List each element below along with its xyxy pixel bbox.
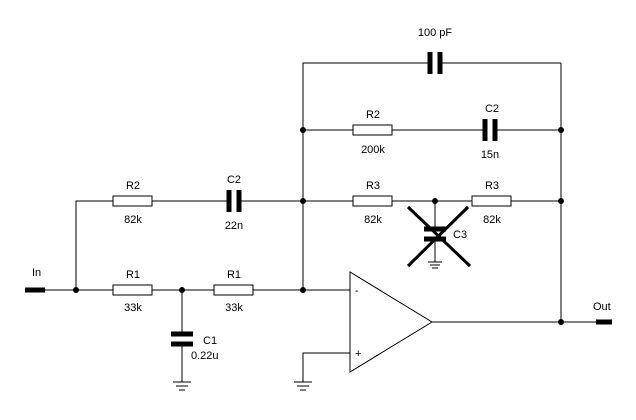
capacitor-c2-feedback-value: 15n	[481, 149, 499, 161]
opamp-inverting-sign: -	[355, 285, 359, 297]
resistor-r1-right: R1 33k	[213, 269, 254, 314]
resistor-r3-left: R3 82k	[352, 180, 393, 226]
resistor-r3-right: R3 82k	[471, 180, 512, 226]
junction-dot	[558, 127, 564, 133]
capacitor-c2-feedback: C2 15n	[481, 103, 499, 161]
capacitor-c3-removed: C3	[406, 205, 472, 268]
resistor-r2-input-value: 82k	[124, 214, 142, 226]
resistor-r1-left-value: 33k	[124, 302, 142, 314]
capacitor-c2-input-value: 22n	[225, 220, 243, 232]
resistor-r2-input: R2 82k	[112, 180, 153, 226]
opamp	[349, 271, 433, 373]
capacitor-c2-input: C2 22n	[225, 174, 243, 232]
capacitor-c2-input-name: C2	[227, 174, 241, 186]
output-label: Out	[593, 301, 611, 313]
junction-dot	[558, 198, 564, 204]
resistor-r2-feedback-name: R2	[366, 109, 380, 121]
junction-dot	[558, 319, 564, 325]
junction-dot	[432, 198, 438, 204]
resistor-r3-left-name: R3	[366, 180, 380, 192]
resistor-r2-input-name: R2	[126, 180, 140, 192]
resistor-r3-right-value: 82k	[483, 214, 501, 226]
junction-dot	[300, 287, 306, 293]
input-label: In	[32, 267, 41, 279]
capacitor-c1-name: C1	[203, 335, 217, 347]
junctions	[73, 127, 564, 325]
strike-line	[406, 205, 470, 268]
resistor-r1-right-name: R1	[227, 269, 241, 281]
resistor-r3-left-value: 82k	[364, 214, 382, 226]
capacitor-100pf: 100 pF	[418, 27, 453, 74]
resistor-r1-left-name: R1	[126, 269, 140, 281]
capacitor-c1-value: 0.22u	[191, 350, 219, 362]
junction-dot	[300, 198, 306, 204]
resistor-r2-feedback-value: 200k	[361, 144, 385, 156]
capacitor-100pf-value: 100 pF	[418, 27, 453, 39]
capacitor-c1: C1 0.22u	[171, 331, 219, 362]
capacitor-c3-name: C3	[453, 229, 467, 241]
resistor-r1-right-value: 33k	[225, 302, 243, 314]
resistor-r1-left: R1 33k	[112, 269, 153, 314]
resistor-r2-feedback: R2 200k	[352, 109, 393, 156]
opamp-noninverting-sign: +	[355, 348, 361, 360]
junction-dot	[73, 287, 79, 293]
resistor-r3-right-name: R3	[485, 180, 499, 192]
junction-dot	[300, 127, 306, 133]
junction-dot	[179, 287, 185, 293]
wires	[45, 62, 596, 391]
capacitor-c2-feedback-name: C2	[485, 103, 499, 115]
